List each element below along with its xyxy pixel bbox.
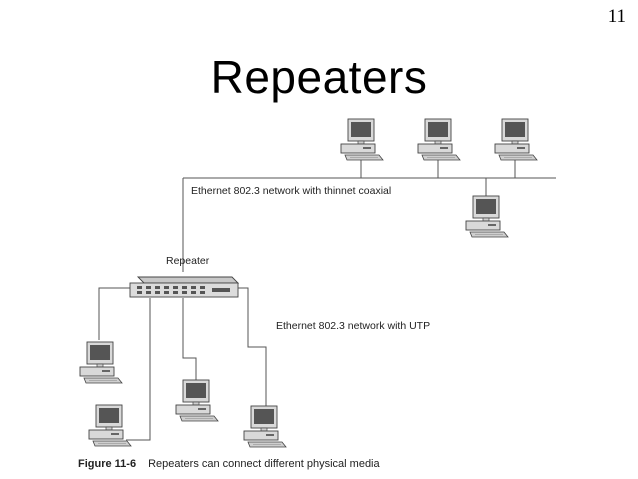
figure-caption-text: Repeaters can connect different physical… <box>148 458 380 470</box>
slide-title: Repeaters <box>210 51 428 103</box>
computer-icon <box>494 118 538 161</box>
computer-icon <box>465 195 509 238</box>
slide-number: 11 <box>607 6 626 27</box>
figure-caption: Figure 11-6 Repeaters can connect differe… <box>78 458 380 470</box>
computer-icon <box>417 118 461 161</box>
utp-cable-line <box>126 298 151 441</box>
utp-cable-line <box>182 298 197 380</box>
computer-icon <box>88 404 132 447</box>
utp-cable-line <box>98 287 140 340</box>
computer-icon <box>340 118 384 161</box>
computer-icon <box>243 405 287 448</box>
figure-number: Figure 11-6 <box>78 458 137 470</box>
utp-network-label: Ethernet 802.3 network with UTP <box>276 320 431 332</box>
computer-icon <box>175 379 219 422</box>
utp-cable-line <box>233 287 267 406</box>
repeater-label: Repeater <box>166 255 210 267</box>
repeater-hub-icon <box>129 276 240 298</box>
computer-icon <box>79 341 123 384</box>
coax-network-label: Ethernet 802.3 network with thinnet coax… <box>191 185 392 197</box>
